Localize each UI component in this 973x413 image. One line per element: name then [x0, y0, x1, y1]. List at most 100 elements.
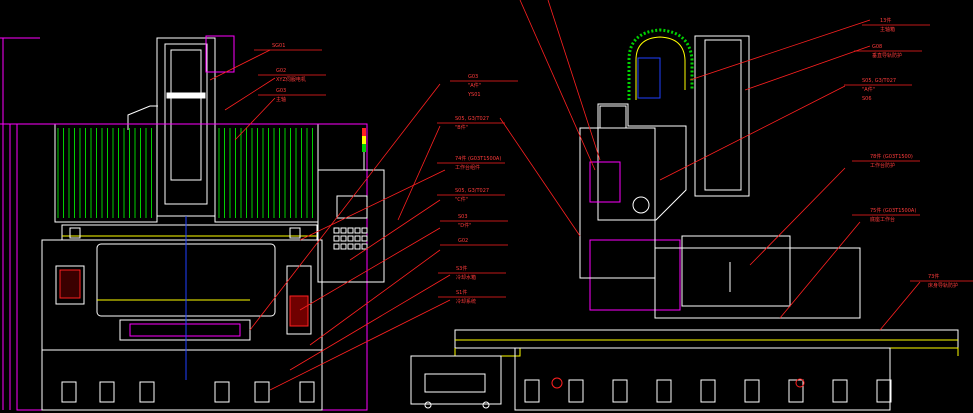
keypad-key	[333, 227, 340, 234]
spindle-plate-text: 主轴箱	[172, 92, 186, 99]
callout-text: 冷却系统	[456, 298, 476, 305]
tank-wheel-right	[482, 401, 490, 409]
cable-duct	[127, 105, 158, 130]
leader-L5	[397, 125, 441, 221]
side-body	[579, 127, 656, 279]
motor-block	[637, 57, 661, 99]
front-foot	[61, 381, 77, 403]
keypad-key	[333, 243, 340, 250]
leader-L8	[299, 227, 441, 311]
callout-label: 75件 (G03T1500A) 底座工作台	[852, 207, 920, 223]
leader-R5	[779, 221, 861, 319]
leader-R6	[879, 281, 921, 331]
callout-text: "B件"	[455, 124, 468, 131]
keypad-key	[333, 235, 340, 242]
callout-text: S1件	[456, 289, 467, 296]
callout-text: S03	[458, 214, 468, 220]
keypad-key	[361, 243, 368, 250]
callout-label: 78件 (G03T1500)工作台防护	[852, 153, 920, 169]
signal-tower-yellow	[362, 136, 366, 144]
coolant-tank	[410, 355, 502, 405]
leader-L3	[234, 97, 276, 141]
base-lower-body	[514, 347, 891, 411]
left-side-panel	[55, 265, 85, 305]
saddle	[119, 319, 251, 341]
callout-text: S05, G3/T027	[455, 116, 489, 122]
spindle-plate	[166, 92, 206, 99]
callout-label: S03"D件"	[440, 214, 508, 229]
callout-label: S05, G3/T027"A件"S06	[844, 78, 912, 102]
callout-label: SG01	[254, 43, 322, 51]
leader-L1	[209, 49, 271, 81]
coolant-nozzle-right	[289, 227, 301, 239]
keypad-key	[340, 227, 347, 234]
callout-text: 底座工作台	[870, 216, 895, 223]
front-foot	[214, 381, 230, 403]
front-foot	[99, 381, 115, 403]
side-foot	[568, 379, 584, 403]
keypad-key	[347, 235, 354, 242]
callout-label: S05, G3/T027"C件"	[437, 188, 505, 203]
callout-label: G03"A件"YS01	[450, 74, 518, 98]
callout-text: G02	[276, 68, 286, 74]
cabinet-box	[681, 235, 791, 307]
callout-text: G02	[458, 238, 468, 244]
front-foot	[254, 381, 270, 403]
side-foot	[656, 379, 672, 403]
tank-wheel-left	[424, 401, 432, 409]
chip-motor-2	[795, 378, 805, 388]
side-foot	[744, 379, 760, 403]
right-panel-red	[289, 295, 309, 327]
signal-tower-green	[362, 144, 366, 152]
side-view-machine	[410, 28, 959, 411]
leader-R1	[689, 19, 871, 81]
callout-label: G02	[440, 238, 508, 246]
spindle-head-side	[597, 103, 687, 221]
callout-text: YS01	[467, 92, 481, 98]
chip-motor	[551, 377, 563, 389]
leader-L6	[299, 169, 446, 241]
callout-text: 75件 (G03T1500A)	[870, 207, 916, 214]
cutter-area	[589, 161, 621, 203]
callout-text: 13件	[880, 17, 891, 24]
callout-text: G03	[468, 74, 478, 80]
keypad-key	[347, 243, 354, 250]
bellows-cover-right	[218, 128, 313, 218]
keypad-key	[354, 243, 361, 250]
callout-text: 垂直导轨防护	[872, 52, 902, 59]
signal-tower-red	[362, 128, 366, 136]
leader-diag-1	[519, 0, 596, 171]
bellows-cover-left	[57, 128, 152, 218]
leader-L4	[249, 83, 441, 331]
leader-L2	[224, 77, 276, 111]
base-rail-right	[890, 347, 959, 356]
coolant-tank-inner	[424, 373, 486, 393]
base-bed	[454, 329, 959, 349]
side-foot	[524, 379, 540, 403]
keypad-key	[347, 227, 354, 234]
callout-text: G03	[276, 88, 286, 94]
motor-top-bracket	[205, 35, 235, 73]
coolant-nozzle-left	[69, 227, 81, 239]
callout-text: 主轴	[276, 96, 286, 103]
callout-text: 73件	[928, 273, 939, 280]
cable-carrier-arc	[627, 28, 694, 100]
callout-text: 工作台组件	[455, 164, 480, 171]
keypad-key	[361, 227, 368, 234]
callout-text: 主轴箱	[880, 26, 895, 33]
front-foot	[299, 381, 315, 403]
spindle-window	[170, 49, 202, 181]
cnc-screen	[336, 195, 368, 219]
front-foot	[139, 381, 155, 403]
callout-text: G08	[872, 44, 882, 50]
leader-R2	[744, 45, 871, 91]
callout-text: 74件 (G03T1500A)	[455, 155, 501, 162]
callout-label: G08 垂直导轨防护	[854, 44, 922, 59]
callout-text: S05, G3/T027	[455, 188, 489, 194]
